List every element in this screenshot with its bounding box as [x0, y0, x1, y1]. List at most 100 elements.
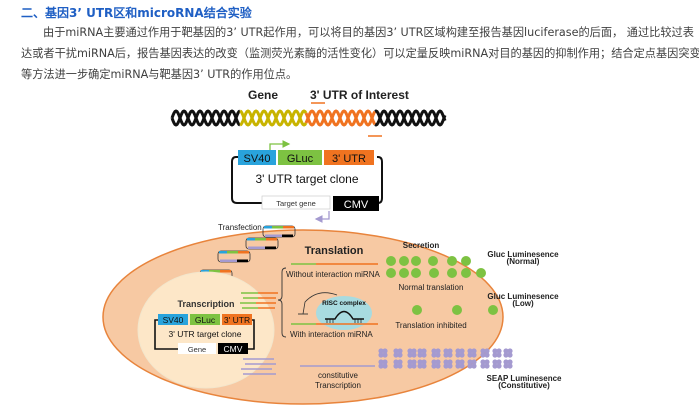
seap-lobe: [459, 352, 465, 358]
sv40-label: SV40: [244, 153, 271, 165]
seap-lobe: [459, 363, 465, 369]
seap-lobe: [447, 359, 453, 365]
seap-lobe: [417, 363, 423, 369]
mini-utr: [220, 270, 231, 273]
seap-protein: [455, 348, 465, 358]
gluc-normal-label-2: (Normal): [507, 257, 540, 266]
gluc-dot-normal: [399, 268, 409, 278]
inner-gluc-block: [190, 314, 220, 325]
seap-transcripts: [241, 358, 276, 375]
dna-helix: [170, 109, 447, 127]
gluc-low-label-1: Gluc Luminesence: [487, 292, 559, 301]
seap-protein: [417, 348, 427, 358]
seap-lobe: [378, 363, 384, 369]
seap-lobe: [435, 359, 441, 365]
seap-lobe: [411, 363, 417, 369]
gluc-dot-normal: [429, 268, 439, 278]
mrna-transcripts: [240, 292, 278, 309]
gluc-dot-normal: [411, 268, 421, 278]
inner-clone-title: 3' UTR target clone: [169, 329, 242, 339]
secretion-label: Secretion: [403, 241, 440, 250]
seap-lobe: [492, 352, 498, 358]
mini-plasmid: [245, 237, 279, 250]
inner-gene-block: [178, 343, 216, 354]
inner-utr-label: 3' UTR: [224, 315, 250, 325]
seap-lobe: [397, 359, 403, 365]
inner-sv40-label: SV40: [163, 315, 184, 325]
article-paragraph: 由于miRNA主要通过作用于靶基因的3’ UTR起作用，可以将目的基因3’ UT…: [21, 22, 699, 85]
seap-lobe: [407, 352, 413, 358]
seap-lobe: [393, 359, 399, 365]
gluc-dot-normal: [399, 256, 409, 266]
seap-lobe: [507, 352, 513, 358]
mini-plasmid: [217, 250, 251, 263]
dna-segment-flank-left: [170, 109, 241, 127]
seap-lobe: [467, 348, 473, 354]
seap-lobe: [467, 359, 473, 365]
cmv-promoter-arrow: [314, 211, 330, 223]
seap-lobe: [503, 359, 509, 365]
seap-lobe: [435, 352, 441, 358]
gluc-dot-normal: [411, 256, 421, 266]
dna-segment-flank-right: [374, 109, 447, 127]
gluc-normal-label-1: Gluc Luminesence: [487, 250, 559, 259]
seap-protein: [378, 348, 388, 358]
gluc-protein-dots: [386, 256, 498, 315]
seap-lobe: [447, 352, 453, 358]
seap-lobe: [431, 352, 437, 358]
seap-lobe: [455, 359, 461, 365]
seap-lobe: [484, 359, 490, 365]
mini-sv40: [247, 238, 255, 241]
mini-gluc: [255, 238, 266, 241]
seap-lobe: [496, 359, 502, 365]
seap-protein: [467, 359, 477, 369]
mini-utr: [266, 238, 277, 241]
seap-lobe: [435, 363, 441, 369]
seap-protein: [480, 359, 490, 369]
seap-lobe: [382, 363, 388, 369]
inner-utr-block: [222, 314, 252, 325]
mini-gene: [265, 234, 282, 237]
seap-lobe: [378, 352, 384, 358]
seap-lobe: [503, 352, 509, 358]
mini-gluc: [227, 251, 238, 254]
seap-lobe: [382, 352, 388, 358]
dna-gene-label: Gene: [248, 88, 278, 102]
seap-lobe: [411, 359, 417, 365]
seap-lobe: [393, 348, 399, 354]
seap-lobe: [382, 359, 388, 365]
seap-protein: [467, 348, 477, 358]
target-gene-label: Target gene: [276, 199, 316, 208]
mini-utr: [238, 251, 249, 254]
seap-lobe: [507, 359, 513, 365]
inhibition-arc: [302, 292, 338, 315]
seap-lobe: [484, 363, 490, 369]
seap-protein: [407, 348, 417, 358]
gluc-dot-normal: [447, 256, 457, 266]
seap-lobe: [492, 363, 498, 369]
seap-lobe: [443, 348, 449, 354]
seap-lobe: [484, 352, 490, 358]
dna-segment-gene: [239, 109, 308, 127]
seap-lobe: [397, 352, 403, 358]
seap-lobe: [407, 363, 413, 369]
seap-protein: [393, 348, 403, 358]
seap-lobe: [496, 363, 502, 369]
target-gene-block: [261, 195, 331, 210]
seap-protein: [443, 348, 453, 358]
clone-backbone: [231, 156, 383, 204]
gluc-dot-normal: [428, 256, 438, 266]
clone-title: 3' UTR target clone: [255, 172, 358, 186]
seap-protein: [393, 359, 403, 369]
cmv-label: CMV: [344, 199, 369, 211]
translation-inhibited-label: Translation inhibited: [395, 321, 466, 330]
gluc-dot-normal: [447, 268, 457, 278]
gluc-dot-normal: [386, 256, 396, 266]
seap-lobe: [447, 348, 453, 354]
translation-brace: [277, 267, 287, 338]
mini-gluc: [272, 226, 283, 229]
mini-cmv: [282, 234, 293, 237]
mini-gene: [248, 246, 265, 249]
gluc-dot-normal: [461, 268, 471, 278]
seap-lobe: [411, 348, 417, 354]
